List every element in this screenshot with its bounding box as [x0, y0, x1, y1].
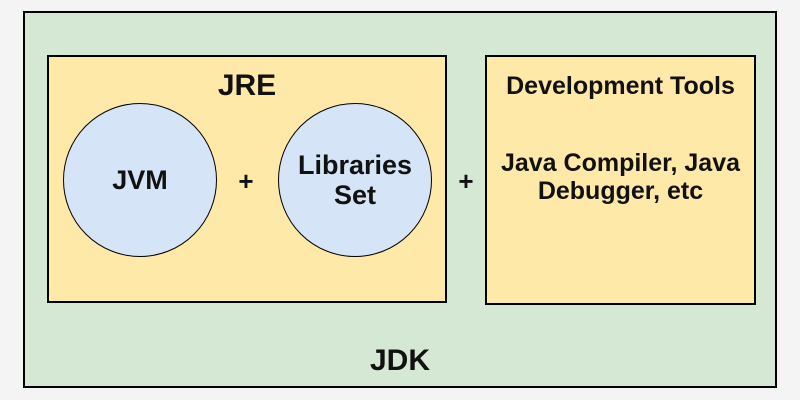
- jdk-label: JDK: [369, 344, 430, 377]
- jvm-label: JVM: [112, 165, 168, 195]
- development-tools-title: Development Tools: [506, 72, 735, 100]
- libraries-label: Libraries Set: [297, 150, 413, 210]
- jre-box: JRE JVM + Libraries Set: [47, 55, 447, 303]
- jre-title: JRE: [217, 69, 277, 102]
- jdk-box: JRE JVM + Libraries Set + Development To…: [23, 11, 777, 388]
- development-tools-box: Development Tools Java Compiler, Java De…: [485, 55, 756, 305]
- jvm-circle: JVM: [63, 103, 217, 257]
- libraries-circle: Libraries Set: [278, 103, 432, 257]
- development-tools-body: Java Compiler, Java Debugger, etc: [500, 149, 741, 205]
- plus-sign-jre: +: [238, 166, 254, 196]
- plus-sign-jdk: +: [458, 166, 474, 196]
